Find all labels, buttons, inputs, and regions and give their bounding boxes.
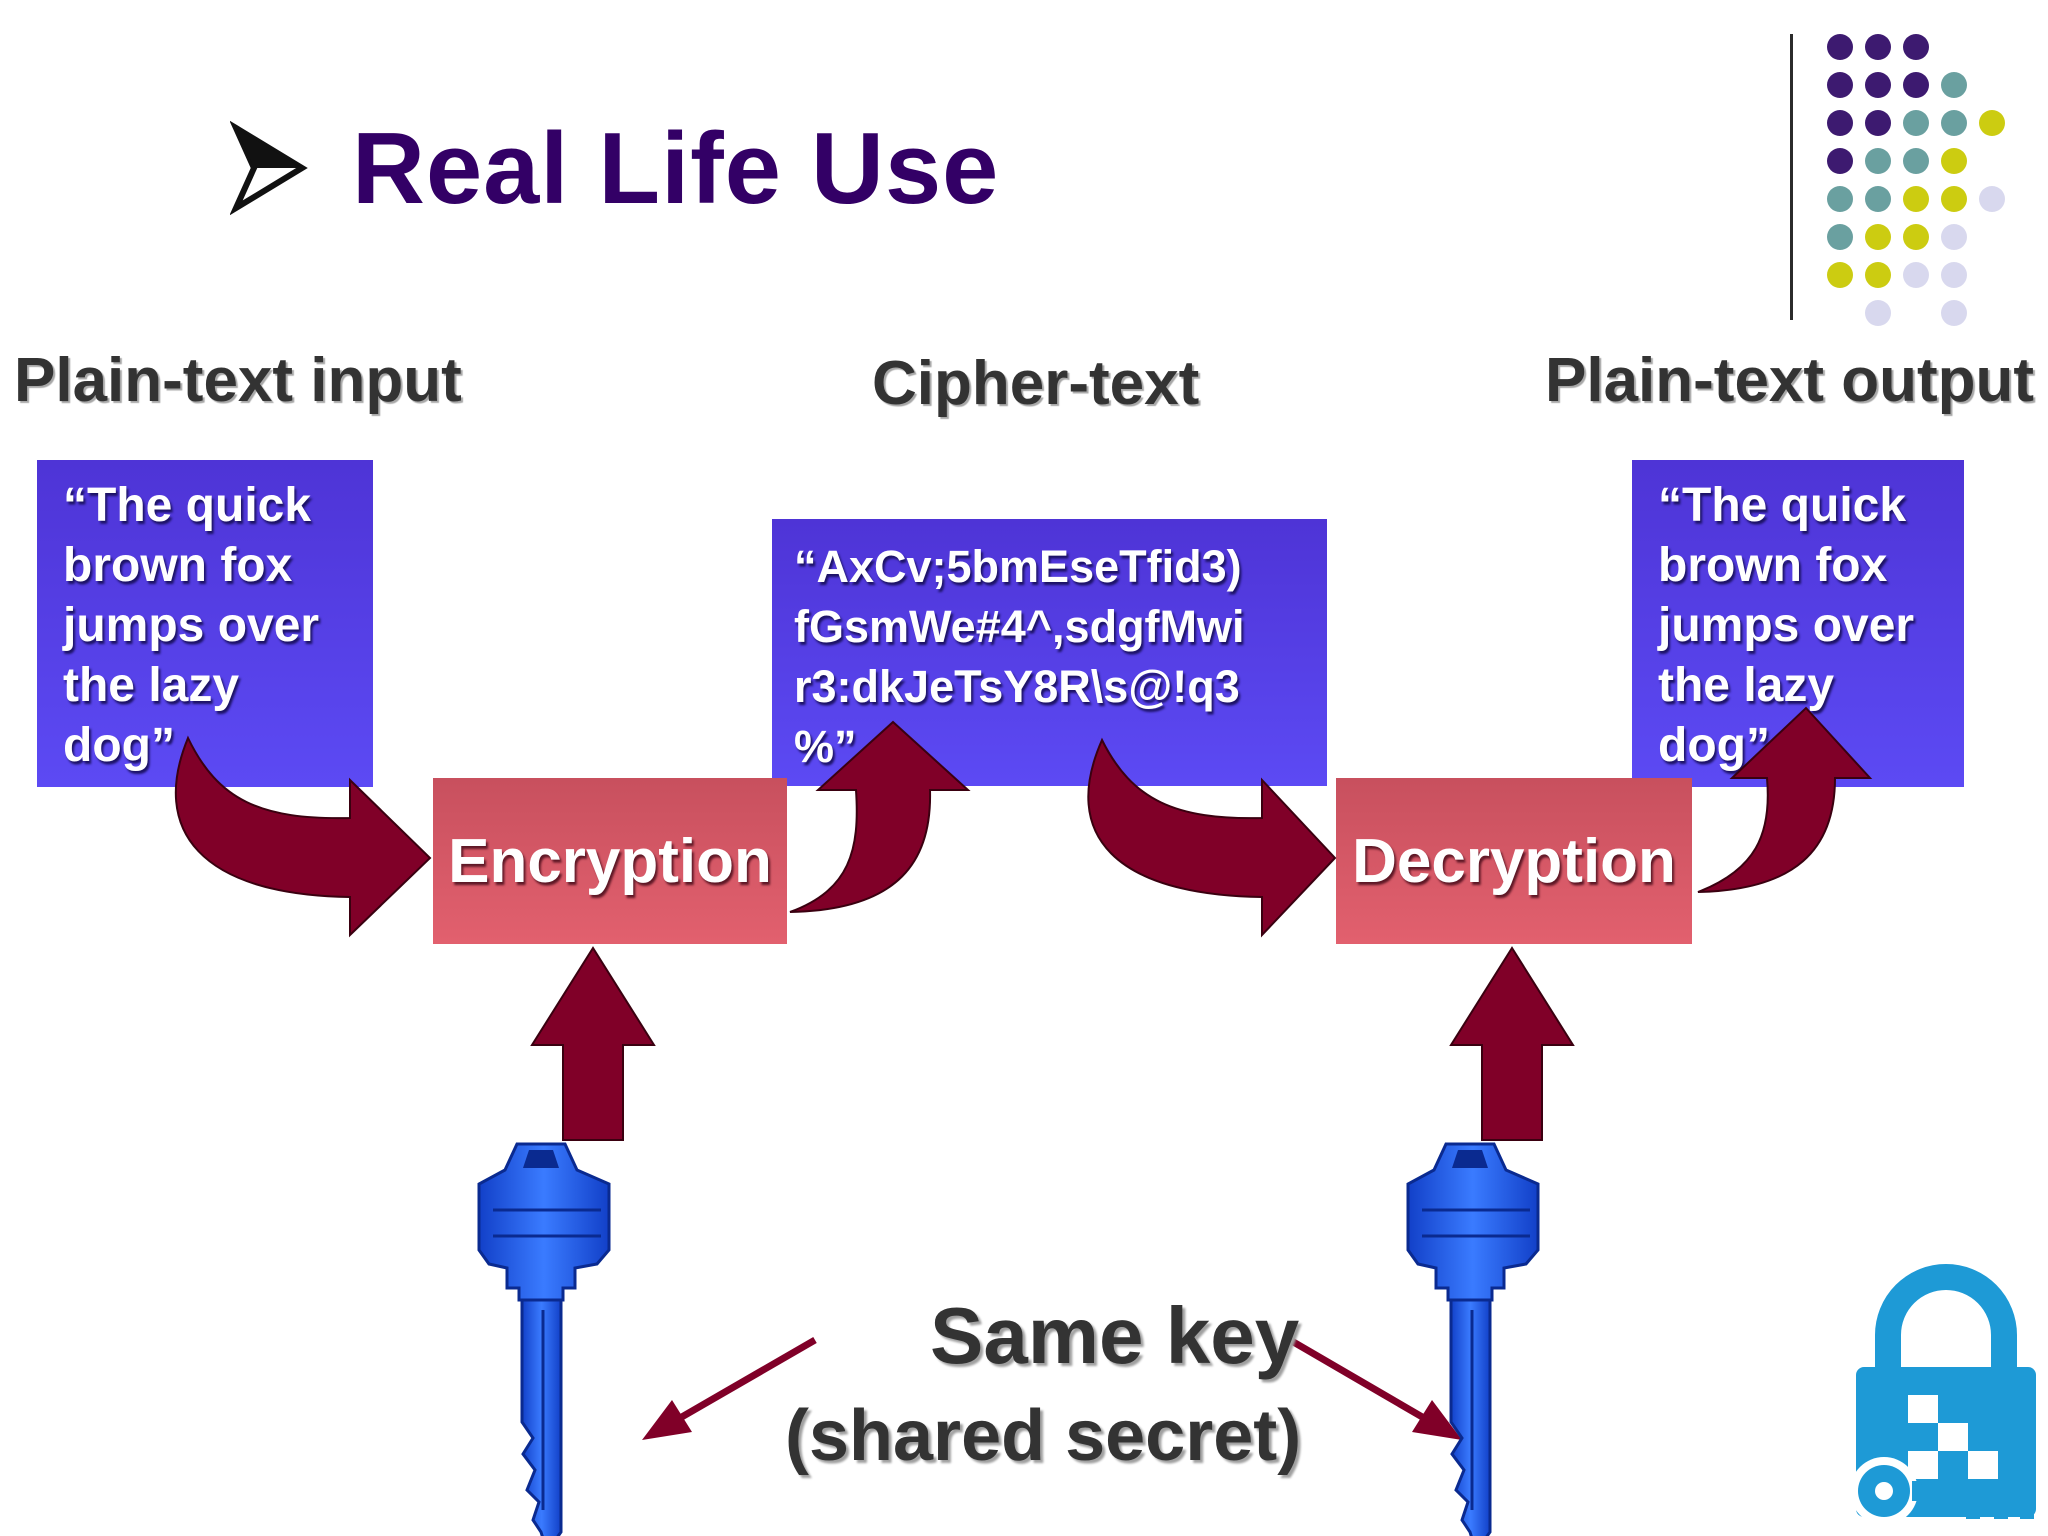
same-key-label: Same key: [930, 1291, 1300, 1380]
decorative-dot: [1865, 300, 1891, 326]
decorative-dot: [1903, 110, 1929, 136]
decorative-dot: [1941, 110, 1967, 136]
decorative-dot: [1827, 148, 1853, 174]
ciphertext-label: Cipher-text: [872, 349, 1200, 418]
decorative-dot: [1827, 262, 1853, 288]
decorative-dot: [1941, 148, 1967, 174]
decorative-dot: [1903, 34, 1929, 60]
plaintext-input-box: “The quick brown fox jumps over the lazy…: [37, 460, 373, 787]
curved-arrow-cipher-to-decryption: [1087, 737, 1337, 938]
decorative-dot: [1941, 186, 1967, 212]
decorative-dot: [1827, 110, 1853, 136]
label-pointer-right-arrow: [1288, 1336, 1462, 1440]
decorative-dot: [1827, 72, 1853, 98]
curved-arrow-input-to-encryption: [174, 735, 432, 938]
decorative-dot: [1865, 72, 1891, 98]
padlock-key-icon: [1850, 1264, 2036, 1525]
key-arrow-to-encryption: [530, 946, 656, 1141]
encryption-box: Encryption: [433, 778, 787, 944]
divider-line: [1790, 34, 1793, 320]
decryption-box: Decryption: [1336, 778, 1692, 944]
decorative-dot: [1865, 148, 1891, 174]
decorative-dot: [1865, 110, 1891, 136]
decorative-dot: [1903, 186, 1929, 212]
key-arrow-to-decryption: [1449, 946, 1575, 1141]
decorative-dot-grid: [1827, 34, 2005, 326]
decorative-dot: [1903, 72, 1929, 98]
decorative-dot: [1865, 186, 1891, 212]
plaintext-input-label: Plain-text input: [14, 346, 462, 415]
decorative-dot: [1941, 72, 1967, 98]
decorative-dot: [1979, 110, 2005, 136]
decorative-dot: [1903, 148, 1929, 174]
curved-arrow-encryption-to-cipher: [789, 720, 971, 913]
decorative-dot: [1865, 224, 1891, 250]
decorative-dot: [1865, 34, 1891, 60]
slide-title: Real Life Use: [352, 113, 1000, 225]
plaintext-output-box: “The quick brown fox jumps over the lazy…: [1632, 460, 1964, 787]
encryption-label: Encryption: [448, 826, 772, 896]
ciphertext-box: “AxCv;5bmEseTfid3) fGsmWe#4^,sdgfMwi r3:…: [772, 519, 1327, 786]
decorative-dot: [1827, 34, 1853, 60]
plaintext-output-label: Plain-text output: [1545, 346, 2035, 415]
decorative-dot: [1903, 262, 1929, 288]
decorative-dot: [1941, 300, 1967, 326]
arrowhead-bullet-icon: [230, 120, 308, 216]
decorative-dot: [1865, 262, 1891, 288]
decorative-dot: [1979, 186, 2005, 212]
label-pointer-left-arrow: [642, 1336, 817, 1440]
key-icon: [477, 1142, 611, 1536]
decorative-dot: [1941, 224, 1967, 250]
decorative-dot: [1941, 262, 1967, 288]
key-icon: [1406, 1142, 1540, 1536]
curved-arrow-decryption-to-output: [1697, 706, 1873, 893]
decorative-dot: [1903, 224, 1929, 250]
decryption-label: Decryption: [1352, 826, 1676, 896]
shared-secret-label: (shared secret): [785, 1396, 1302, 1476]
decorative-dot: [1827, 186, 1853, 212]
decorative-dot: [1827, 224, 1853, 250]
